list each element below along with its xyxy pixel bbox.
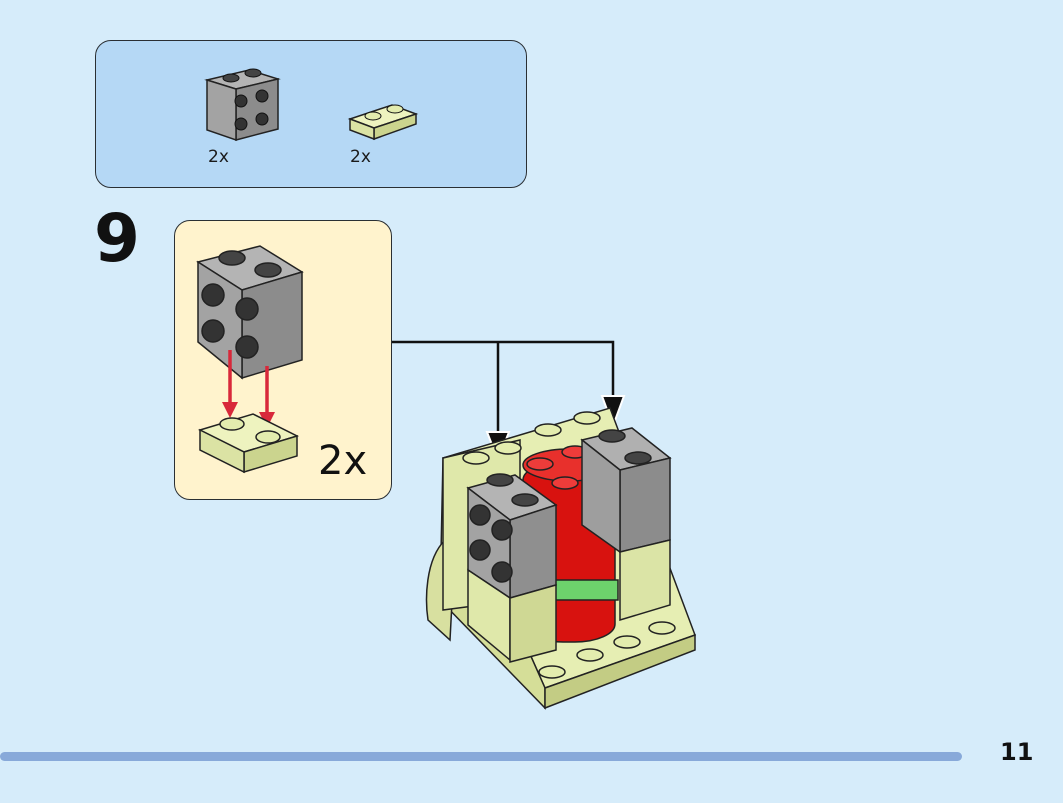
part-qty-gray-brick: 2x — [208, 147, 229, 167]
page-number: 11 — [1000, 738, 1034, 766]
model-assembly — [425, 407, 696, 710]
page-progress-bar — [0, 752, 962, 761]
subassembly-qty: 2x — [318, 438, 368, 484]
subassembly-lime-plate — [197, 413, 300, 474]
insert-arrows — [222, 350, 275, 428]
lime-plate-part-icon — [347, 104, 419, 141]
callout-arrows — [392, 340, 615, 432]
gray-brick-part-icon — [204, 68, 281, 142]
subassembly-gray-brick — [196, 245, 304, 380]
parts-list-box — [95, 40, 527, 188]
part-qty-lime-plate: 2x — [350, 147, 371, 167]
step-number: 9 — [94, 200, 140, 277]
